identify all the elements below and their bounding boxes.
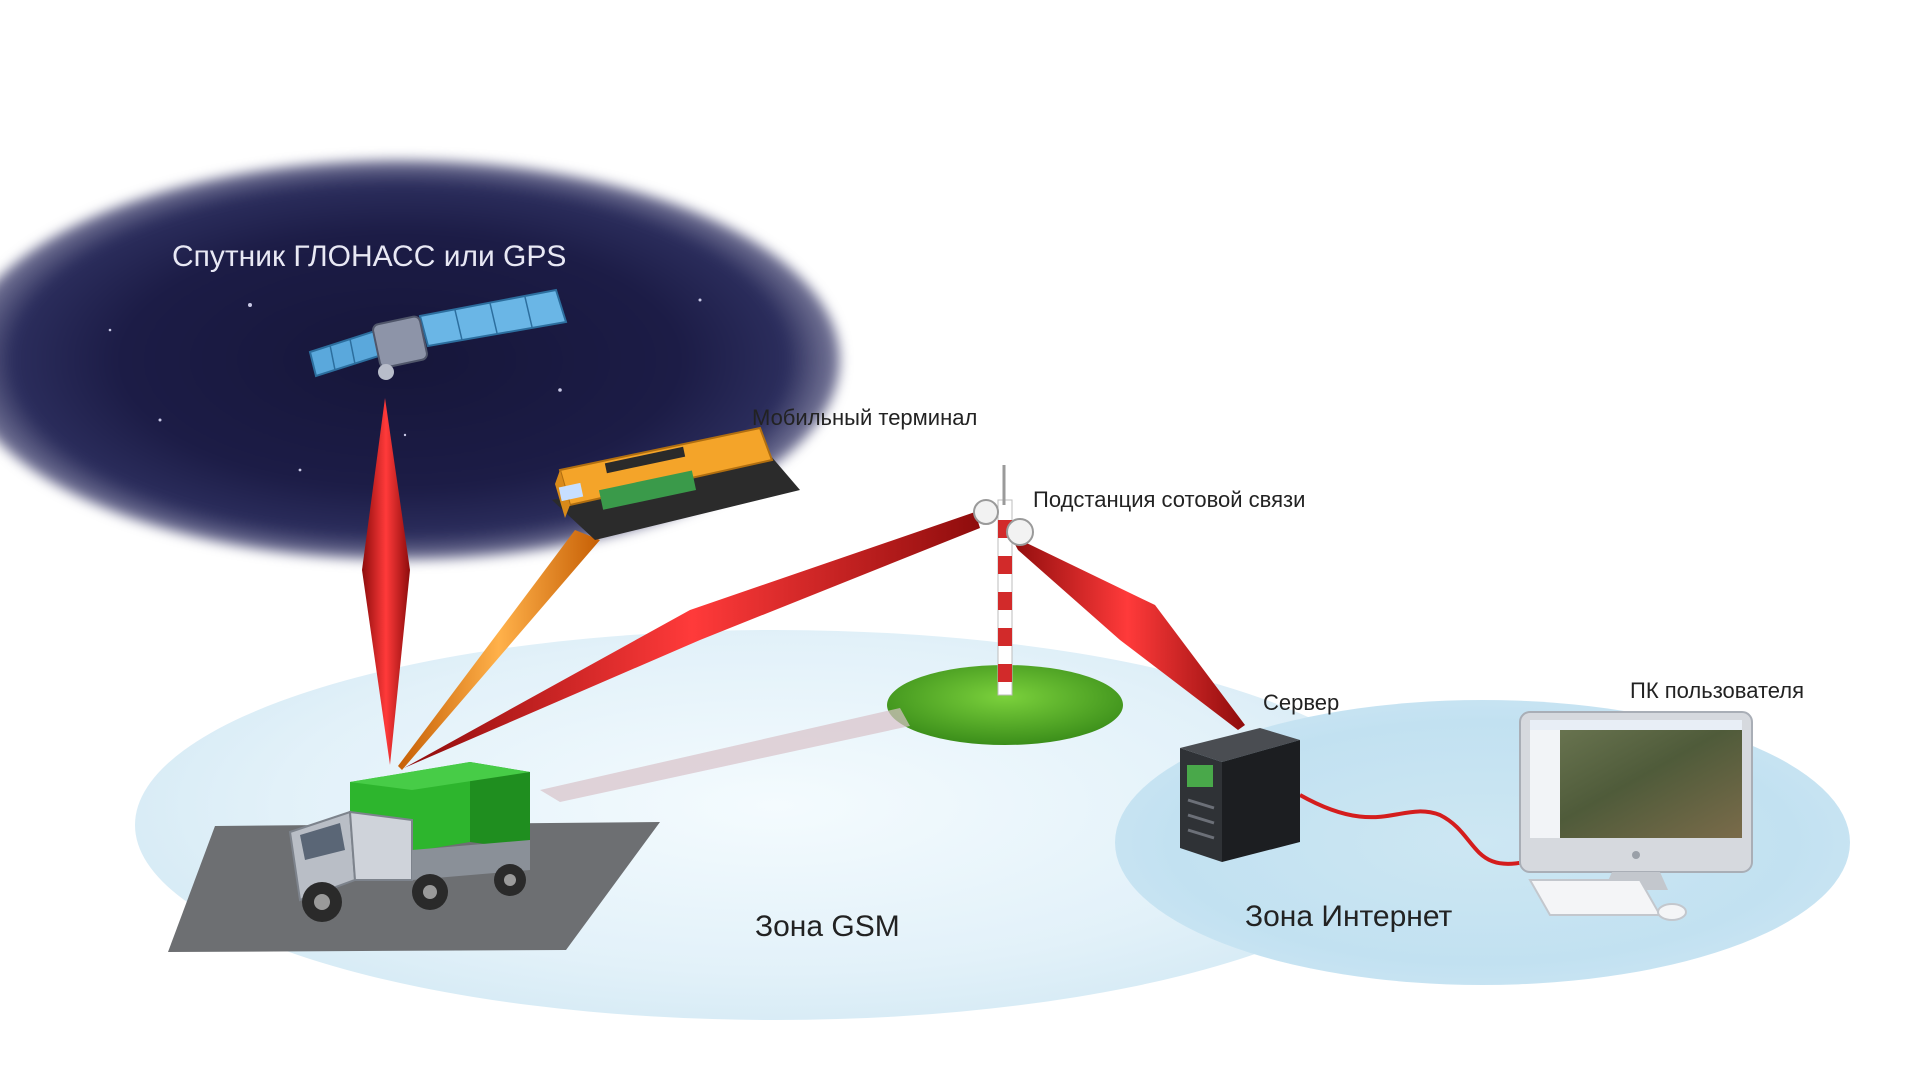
beam-terminal-truck (398, 530, 600, 770)
user-pc-label: ПК пользователя (1630, 678, 1805, 703)
internet-zone-label: Зона Интернет (1245, 900, 1453, 933)
terminal-label: Мобильный терминал (752, 405, 978, 430)
beam-tower-server (1010, 535, 1245, 730)
beam-truck-tower (404, 512, 980, 768)
user-pc-icon (1519, 711, 1753, 921)
cell-tower-icon (973, 465, 1034, 696)
server-label: Сервер (1263, 690, 1340, 715)
network-cable (1299, 793, 1541, 866)
terminal-device-icon (552, 426, 800, 540)
truck-icon (288, 762, 530, 922)
beam-satellite-truck (362, 398, 410, 765)
substation-label: Подстанция сотовой связи (1033, 487, 1306, 512)
satellite-icon (308, 288, 568, 380)
grass-island (887, 665, 1123, 745)
beam-shadow (540, 708, 910, 802)
gsm-zone-label: Зона GSM (755, 910, 900, 943)
server-icon (1180, 728, 1300, 862)
satellite-label: Спутник ГЛОНАСС или GPS (172, 240, 567, 273)
